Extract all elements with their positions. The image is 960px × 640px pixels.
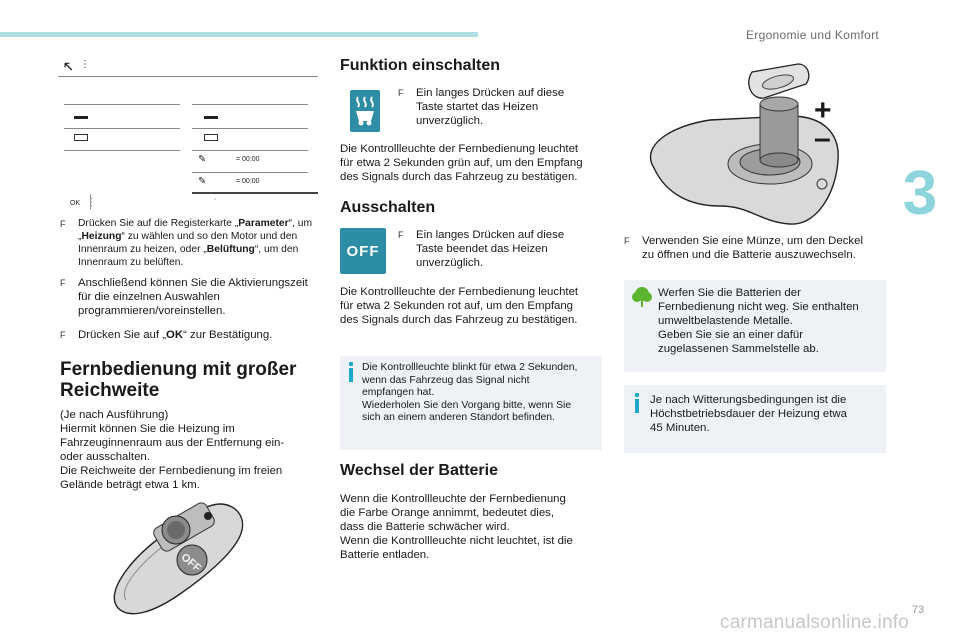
- heading-battery: Wechsel der Batterie: [340, 462, 498, 479]
- led-indicator: [204, 512, 212, 520]
- bullet-coin: F Verwenden Sie eine Münze, um den Decke…: [624, 235, 863, 261]
- left-bullets: F Drücken Sie auf die Registerkarte „Par…: [60, 217, 322, 342]
- bullet-programming: F Anschließend können Sie die Aktivierun…: [60, 277, 308, 317]
- info-icon: [348, 362, 354, 450]
- off-paragraph: Die Kontrollleuchte der Fernbedienung le…: [340, 286, 579, 326]
- remote-control-illustration: OFF: [113, 502, 244, 615]
- info-note-signal: Die Kontrollleuchte blinkt für etwa 2 Se…: [340, 356, 602, 450]
- toggle-icon: [74, 116, 88, 119]
- heat-button-icon: [350, 90, 380, 132]
- battery-paragraph: Wenn die Kontrollleuchte der Fernbedienu…: [340, 493, 573, 561]
- chapter-number: 3: [902, 159, 938, 228]
- off-button-icon: OFF: [340, 228, 386, 274]
- watermark: carmanualsonline.info: [720, 612, 910, 633]
- timer-1: = 00:00: [236, 156, 260, 163]
- battery-cover-illustration: [649, 63, 839, 225]
- bullet-confirm: F Drücken Sie auf „OK“ zur Bestätigung.: [60, 329, 273, 341]
- toggle-icon: [204, 116, 218, 119]
- plus-icon: +: [814, 94, 832, 127]
- remote-description: (Je nach Ausführung) Hiermit können Sie …: [60, 409, 285, 491]
- pencil-icon: ✎: [198, 154, 207, 165]
- section-title: Ergonomie und Komfort: [746, 28, 880, 42]
- back-arrow-icon: 🡔: [64, 59, 73, 74]
- heat-icon: [167, 521, 185, 539]
- touchscreen-illustration: 🡔 ⋮ ✎ = 00:00 ✎ = 00:00 OK ⋮ ·: [58, 56, 318, 212]
- timer-2: = 00:00: [236, 178, 260, 185]
- minus-icon: –: [814, 122, 831, 155]
- heading-switch-on: Funktion einschalten: [340, 57, 501, 74]
- page-number: 73: [912, 604, 925, 616]
- tree-icon: [632, 287, 652, 307]
- bullet-parameter: F Drücken Sie auf die Registerkarte „Par…: [60, 218, 313, 268]
- info-icon: [634, 393, 640, 453]
- checkbox-icon: [74, 134, 88, 141]
- menu-dots-icon: ⋮: [86, 197, 96, 208]
- checkbox-icon: [204, 134, 218, 141]
- heading-switch-off: Ausschalten: [340, 199, 436, 216]
- menu-dots-icon: ⋮: [80, 59, 90, 70]
- ok-button: OK: [70, 200, 81, 207]
- pencil-icon: ✎: [198, 176, 207, 187]
- header-accent-bar: [0, 32, 478, 37]
- on-paragraph: Die Kontrollleuchte der Fernbedienung le…: [340, 143, 583, 183]
